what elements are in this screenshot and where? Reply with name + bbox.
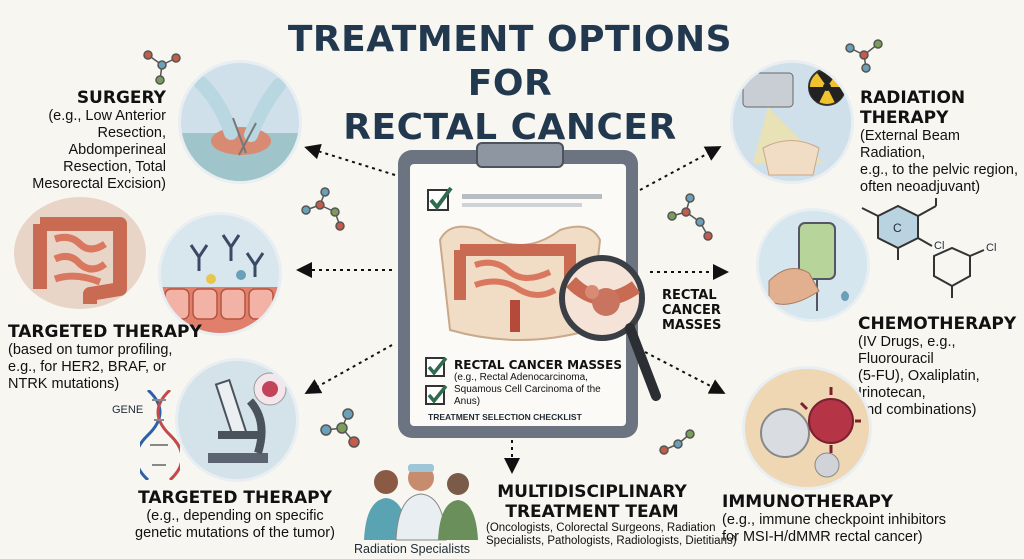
radiation-desc-2: e.g., to the pelvic region, [860, 162, 1018, 178]
surgery-block: SURGERY (e.g., Low Anterior Resection, A… [18, 88, 166, 193]
surgery-desc-3: Resection, Total [63, 159, 166, 175]
team-desc-2: Specialists, Pathologists, Radiologists,… [486, 535, 737, 547]
pelvis-colon-illustration [438, 225, 602, 341]
team-left-label: Radiation Specialists [354, 542, 471, 556]
targeted-therapy-2-desc-1: (e.g., depending on specific [146, 508, 324, 524]
chemotherapy-desc-1: (IV Drugs, e.g., Fluorouracil [858, 334, 956, 367]
surgery-heading: SURGERY [76, 88, 166, 108]
targeted-therapy-1-desc-2: e.g., for HER2, BRAF, or [8, 359, 166, 375]
title-line-2: RECTAL CANCER [343, 107, 677, 148]
targeted-therapy-2-heading: TARGETED THERAPY [138, 488, 332, 508]
molecule-label-c: C [893, 221, 902, 235]
chemotherapy-desc-2: (5-FU), Oxaliplatin, Irinotecan, [858, 368, 980, 401]
immune-cell-icon [745, 369, 869, 487]
arrow-radiation [639, 146, 722, 191]
radiation-desc-1: (External Beam Radiation, [860, 128, 960, 161]
surgery-icon [181, 76, 299, 181]
immunotherapy-block: IMMUNOTHERAPY (e.g., immune checkpoint i… [722, 492, 992, 546]
intestine-icon [14, 197, 146, 309]
checklist-heading: RECTAL CANCER MASSES [454, 358, 622, 372]
targeted-therapy-2-desc-2: genetic mutations of the tumor) [135, 525, 335, 541]
masses-label-2: CANCER [662, 303, 721, 318]
arrow-targeted-2 [304, 344, 393, 394]
masses-label-3: MASSES [662, 318, 722, 333]
targeted-therapy-1-desc-1: (based on tumor profiling, [8, 342, 173, 358]
microscope-icon [208, 372, 287, 463]
checkboxes-bottom [425, 356, 448, 405]
chemotherapy-desc-3: and combinations) [858, 402, 977, 418]
radiation-icon [733, 63, 851, 181]
team-desc-1: (Oncologists, Colorectal Surgeons, Radia… [486, 522, 716, 534]
masses-label: RECTAL CANCER MASSES [662, 288, 722, 333]
team-heading-2: TREATMENT TEAM [505, 502, 679, 522]
radiation-desc-3: often neoadjuvant) [860, 179, 981, 195]
team-heading-1: MULTIDISCIPLINARY [497, 482, 687, 502]
page-title: TREATMENT OPTIONS FOR RECTAL CANCER [250, 18, 770, 150]
checklist-block: RECTAL CANCER MASSES (e.g., Rectal Adeno… [454, 358, 628, 408]
chemical-structure-icon [861, 198, 985, 298]
surgery-illustration [178, 60, 302, 184]
targeted-therapy-1-illustration [158, 212, 282, 336]
team-block: MULTIDISCIPLINARY TREATMENT TEAM (Oncolo… [486, 482, 737, 548]
clipboard-clip [476, 142, 564, 168]
surgery-desc-2: Resection, Abdomperineal [68, 125, 166, 158]
checklist-desc-1: (e.g., Rectal Adenocarcinoma, [454, 372, 588, 383]
molecule-icon [301, 187, 345, 231]
immunotherapy-desc-1: (e.g., immune checkpoint inhibitors [722, 512, 947, 528]
targeted-therapy-2-illustration [175, 358, 299, 482]
antibody-icon [161, 234, 279, 333]
targeted-therapy-2-block: TARGETED THERAPY (e.g., depending on spe… [110, 488, 360, 542]
immunotherapy-heading: IMMUNOTHERAPY [722, 492, 894, 512]
immunotherapy-desc-2: for MSI-H/dMMR rectal cancer) [722, 529, 923, 545]
gene-label: GENE [112, 404, 144, 416]
targeted-therapy-1-heading: TARGETED THERAPY [8, 322, 202, 342]
molecule-icon [659, 429, 695, 455]
targeted-therapy-1-desc-3: NTRK mutations) [8, 376, 120, 392]
radiation-heading-2: THERAPY [860, 108, 949, 128]
molecule-label-cl-1: Cl [934, 240, 945, 252]
arrow-surgery [304, 143, 396, 176]
molecule-label-cl-2: Cl [986, 242, 997, 254]
surgery-desc-4: Mesorectal Excision) [32, 176, 166, 192]
magnifier-icon [559, 255, 661, 401]
iv-bag-icon [759, 211, 867, 319]
checklist-desc-2: Squamous Cell Carcinoma of the Anus) [454, 384, 601, 407]
title-line-1: TREATMENT OPTIONS FOR [287, 19, 733, 104]
radiation-illustration [730, 60, 854, 184]
surgery-desc-1: (e.g., Low Anterior [48, 108, 166, 124]
molecule-icon [667, 193, 713, 241]
targeted-therapy-1-block: TARGETED THERAPY (based on tumor profili… [8, 322, 208, 393]
radiation-heading-1: RADIATION [860, 88, 966, 108]
dna-icon [140, 390, 180, 480]
molecule-icon [845, 39, 883, 73]
immunotherapy-illustration [742, 366, 872, 490]
chemotherapy-block: CHEMOTHERAPY (IV Drugs, e.g., Fluorourac… [858, 314, 1018, 419]
radiation-block: RADIATION THERAPY (External Beam Radiati… [860, 88, 1020, 196]
chemotherapy-heading: CHEMOTHERAPY [858, 314, 1017, 334]
masses-label-1: RECTAL [662, 288, 717, 303]
intestine-illustration [10, 194, 150, 312]
arrow-immunotherapy [644, 351, 726, 394]
molecule-icon [143, 50, 181, 85]
checklist-footer: TREATMENT SELECTION CHECKLIST [428, 412, 582, 422]
checklist-top [427, 186, 602, 211]
molecule-icon [320, 408, 360, 448]
chemotherapy-illustration [756, 208, 870, 322]
team-people-icon [364, 464, 478, 541]
